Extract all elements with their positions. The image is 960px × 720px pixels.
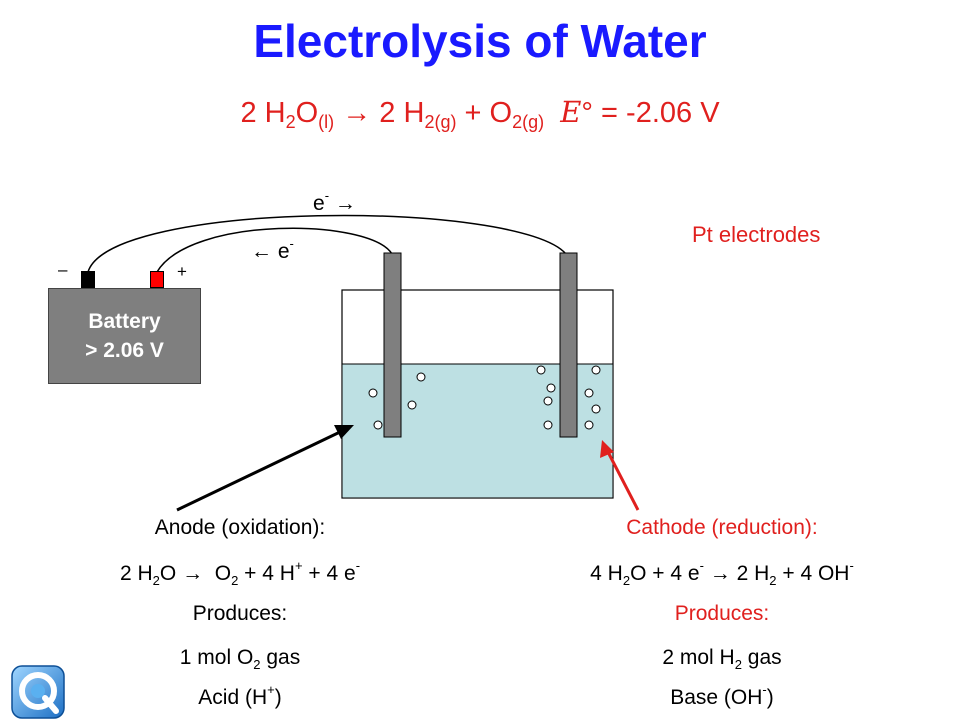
battery-label: Battery	[88, 310, 161, 333]
eq-sub: 2	[769, 573, 777, 588]
cathode-pointer-line	[606, 451, 640, 511]
eq-sup: -	[849, 558, 854, 573]
gas-bubble	[368, 388, 378, 398]
gas-bubble	[536, 365, 546, 375]
electron-symbol: e	[277, 240, 290, 263]
eq-sub: 2	[622, 573, 631, 588]
gas-bubble	[373, 420, 383, 430]
cell-potential-value: ° = -2.06 V	[581, 97, 720, 129]
cathode-equation: 4 H2O + 4 e- → 2 H2 + 4 OH-	[502, 559, 942, 588]
eq-sub: 2	[253, 657, 261, 672]
gas-bubble	[591, 404, 601, 414]
eq-part: )	[274, 686, 282, 709]
overall-reaction-equation: 2 H2O(l) → 2 H2(g) + O2(g) E° = -2.06 V	[0, 95, 960, 132]
electron-flow-label-top: e- →	[313, 189, 356, 216]
eq-part: gas	[266, 646, 301, 669]
battery: Battery > 2.06 V	[48, 288, 201, 384]
anode-electrode	[383, 252, 402, 438]
electron-charge: -	[289, 236, 294, 251]
anode-pointer-arrowhead	[334, 425, 354, 439]
eq-sub: 2(g)	[424, 112, 457, 132]
electron-flow-label-bottom: ← e-	[251, 237, 294, 264]
gas-bubble	[546, 383, 556, 393]
cathode-produces-label: Produces:	[674, 602, 770, 625]
positive-terminal	[150, 271, 164, 288]
eq-part: O	[159, 562, 177, 585]
eq-part: + 4 e	[308, 562, 356, 585]
negative-sign: –	[58, 260, 68, 279]
gas-bubble	[591, 365, 601, 375]
gas-bubble	[407, 400, 417, 410]
eq-part: gas	[747, 646, 782, 669]
electron-charge: -	[324, 188, 330, 203]
reaction-arrow: →	[342, 97, 372, 129]
gas-bubble	[543, 420, 553, 430]
quicktime-logo-icon[interactable]	[0, 660, 67, 720]
pt-electrodes-label: Pt electrodes	[692, 222, 821, 247]
eq-part: 2 H	[379, 97, 425, 129]
cell-potential-symbol: E	[560, 95, 582, 129]
eq-sub: 2	[285, 112, 296, 132]
page-title: Electrolysis of Water	[253, 15, 707, 67]
gas-bubble	[584, 388, 594, 398]
anode-product-acid: Acid (H+)	[20, 683, 460, 710]
gas-bubble	[416, 372, 426, 382]
eq-sub: 2	[734, 657, 742, 672]
electron-flow-arrow: →	[334, 192, 356, 215]
eq-sub: (l)	[318, 112, 335, 132]
eq-part: O	[295, 97, 319, 129]
anode-produces-label: Produces:	[192, 602, 288, 625]
eq-sup: +	[294, 558, 303, 573]
reaction-arrow: →	[182, 562, 204, 585]
positive-sign: +	[177, 262, 187, 281]
eq-part: 2 H	[240, 97, 286, 129]
eq-part: + 4 OH	[782, 562, 850, 585]
eq-sub: 2(g)	[512, 112, 545, 132]
eq-sup: -	[355, 558, 361, 573]
gas-bubble	[584, 420, 594, 430]
cathode-electrode	[559, 252, 578, 438]
eq-part: )	[766, 686, 774, 709]
electron-symbol: e	[313, 192, 325, 215]
eq-sup: -	[699, 558, 704, 573]
eq-part: O	[214, 562, 232, 585]
anode-heading: Anode (oxidation):	[154, 516, 326, 539]
eq-sup: +	[267, 682, 275, 697]
cathode-product-base: Base (OH-)	[502, 683, 942, 710]
eq-part: O + 4 e	[630, 562, 700, 585]
wire-to-anode	[156, 227, 393, 273]
eq-part: Base (OH	[670, 686, 763, 709]
eq-part: + O	[464, 97, 513, 129]
eq-sub: 2	[152, 573, 160, 588]
eq-part: + 4 H	[244, 562, 295, 585]
cathode-heading: Cathode (reduction):	[626, 516, 818, 539]
negative-terminal	[81, 271, 95, 288]
reaction-arrow: →	[709, 562, 731, 585]
cathode-product-gas: 2 mol H2 gas	[502, 646, 942, 672]
eq-part: 2 mol H	[662, 646, 735, 669]
eq-sub: 2	[231, 573, 239, 588]
battery-voltage: > 2.06 V	[85, 339, 164, 362]
cathode-pointer-arrowhead	[600, 440, 614, 458]
eq-part: 1 mol O	[179, 646, 254, 669]
anode-product-gas: 1 mol O2 gas	[20, 646, 460, 672]
eq-part: 2 H	[736, 562, 770, 585]
electron-flow-arrow: ←	[251, 240, 272, 263]
eq-sup: -	[762, 682, 767, 697]
eq-part: 2 H	[119, 562, 153, 585]
gas-bubble	[543, 396, 553, 406]
wire-to-cathode	[87, 214, 567, 273]
eq-part: 4 H	[590, 562, 623, 585]
eq-part: Acid (H	[198, 686, 268, 709]
anode-equation: 2 H2O → O2 + 4 H+ + 4 e-	[20, 559, 460, 588]
anode-pointer-line	[176, 430, 341, 512]
